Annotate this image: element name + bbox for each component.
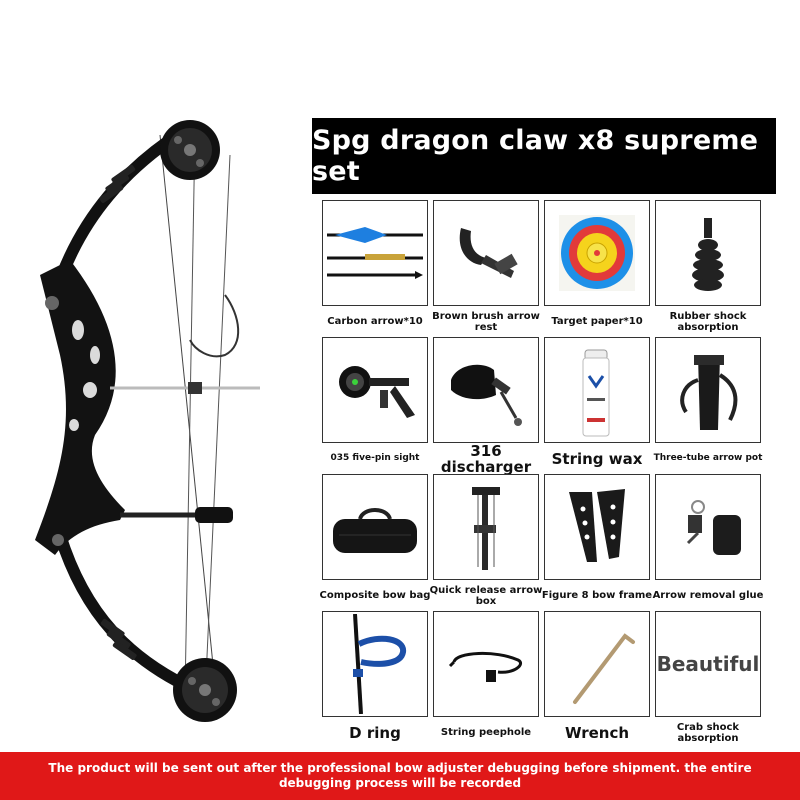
- item-label: 035 five-pin sight: [330, 453, 420, 463]
- d-loop-image: [322, 611, 428, 717]
- accessory-grid: Carbon arrow*10 Brown brush arrow rest T…: [320, 200, 768, 746]
- five-pin-sight-image: [322, 337, 428, 443]
- release-aid-image: [433, 337, 539, 443]
- item-label: D ring: [349, 723, 401, 742]
- tile-text: Beautiful: [656, 652, 760, 676]
- item-label: Composite bow bag: [319, 590, 431, 601]
- accessory-item-target-paper: Target paper*10: [544, 200, 650, 335]
- accessory-item-peephole: String peephole: [433, 611, 539, 746]
- bow-bag-image: [322, 474, 428, 580]
- item-label: Carbon arrow*10: [327, 316, 423, 327]
- item-label: 316 discharger: [440, 441, 532, 476]
- item-label: Wrench: [564, 723, 630, 742]
- accessory-item-arrow-pot: Three-tube arrow pot: [654, 337, 762, 472]
- arrow-puller-image: [655, 474, 761, 580]
- string-wax-image: [544, 337, 650, 443]
- accessory-item-crab-shock: Beautiful Crab shock absorption: [655, 611, 761, 746]
- accessory-item-discharger: 316 discharger: [433, 337, 539, 475]
- accessory-item-string-wax: String wax: [544, 337, 650, 472]
- compound-bow-image: [35, 120, 260, 722]
- allen-wrench-image: [544, 611, 650, 717]
- item-label: String peephole: [440, 727, 532, 738]
- accessory-item-rubber-shock: Rubber shock absorption: [655, 200, 761, 335]
- item-label: String wax: [551, 449, 643, 468]
- crab-damper-tile: Beautiful: [655, 611, 761, 717]
- accessory-item-arrow-box: Quick release arrow box: [430, 474, 542, 609]
- accessory-item-arrow-rest: Brown brush arrow rest: [432, 200, 540, 335]
- bow-quiver-image: [433, 474, 539, 580]
- item-label: Arrow removal glue: [652, 590, 764, 601]
- item-label: Three-tube arrow pot: [653, 453, 763, 463]
- item-label: Crab shock absorption: [676, 721, 740, 744]
- page-title: Spg dragon claw x8 supreme set: [312, 118, 776, 194]
- bow-stand-image: [544, 474, 650, 580]
- arrow-rest-image: [433, 200, 539, 306]
- rubber-damper-image: [655, 200, 761, 306]
- accessory-item-d-ring: D ring: [322, 611, 428, 746]
- accessory-item-bow-bag: Composite bow bag: [320, 474, 430, 609]
- shipping-notice-banner: The product will be sent out after the p…: [0, 752, 800, 800]
- accessory-item-bow-frame: Figure 8 bow frame: [542, 474, 652, 609]
- accessory-item-carbon-arrow: Carbon arrow*10: [322, 200, 428, 335]
- quiver-image: [655, 337, 761, 443]
- item-label: Figure 8 bow frame: [541, 590, 653, 601]
- accessory-item-arrow-puller: Arrow removal glue: [653, 474, 763, 609]
- accessory-item-wrench: Wrench: [544, 611, 650, 746]
- item-label: Brown brush arrow rest: [432, 310, 540, 333]
- peep-sight-image: [433, 611, 539, 717]
- accessory-item-five-pin-sight: 035 five-pin sight: [322, 337, 428, 472]
- carbon-arrow-image: [322, 200, 428, 306]
- item-label: Rubber shock absorption: [669, 310, 747, 333]
- item-label: Quick release arrow box: [429, 584, 543, 607]
- item-label: Target paper*10: [551, 316, 643, 327]
- shipping-notice-text: The product will be sent out after the p…: [48, 761, 752, 790]
- target-paper-image: [544, 200, 650, 306]
